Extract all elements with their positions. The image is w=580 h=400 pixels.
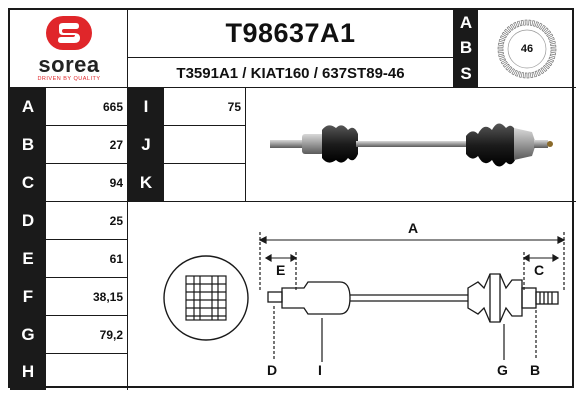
spec-value [164, 126, 241, 163]
spec-row-g: G 79,2 [10, 316, 128, 354]
spec-row-i: I 75 [128, 88, 246, 126]
dimension-label-e: E [276, 262, 286, 278]
dimension-label-b: B [530, 362, 541, 378]
spec-label: K [128, 164, 164, 201]
spec-label: E [10, 240, 46, 277]
spec-value: 79,2 [99, 327, 123, 342]
shaft-outline [267, 273, 559, 323]
spec-row-j: J [128, 126, 246, 164]
product-spec-sheet: sorea DRIVEN BY QUALITY T98637A1 T3591A1… [8, 8, 576, 390]
spline-end-view [163, 255, 249, 341]
spec-value: 75 [227, 99, 241, 114]
abs-column: A B S [454, 10, 478, 88]
drive-shaft-photo [270, 123, 553, 167]
spec-value: 94 [109, 175, 123, 190]
abs-ring-cell: 46 [478, 10, 576, 88]
cross-references: T3591A1 / KIAT160 / 637ST89-46 [176, 64, 405, 82]
spec-value [164, 164, 241, 201]
abs-letter-a: A [459, 12, 473, 32]
title-cell: T98637A1 T3591A1 / KIAT160 / 637ST89-46 [128, 10, 454, 88]
drive-shaft-diagram [163, 232, 566, 362]
abs-letter-b: B [459, 38, 473, 58]
brand-name: sorea [38, 52, 100, 77]
spec-value: 61 [109, 251, 123, 266]
dimension-label-i: I [318, 362, 322, 378]
spec-label: I [128, 88, 164, 125]
spec-row-a: A 665 [10, 88, 128, 126]
technical-diagram-cell: A E C D I G B [128, 202, 576, 390]
spec-label: G [10, 316, 46, 353]
part-number: T98637A1 [128, 10, 453, 58]
spec-value: 38,15 [92, 289, 123, 304]
abs-gear-icon [497, 19, 557, 78]
spec-row-c: C 94 [10, 164, 128, 202]
spec-label: B [10, 126, 46, 163]
spec-label: J [128, 126, 164, 163]
abs-letter-s: S [460, 64, 472, 84]
abs-gear-teeth [497, 19, 557, 78]
spec-label: A [10, 88, 46, 125]
spec-value: 27 [109, 137, 123, 152]
spec-row-f: F 38,15 [10, 278, 128, 316]
brand-logo-cell: sorea DRIVEN BY QUALITY [10, 10, 128, 88]
product-photo-cell [246, 88, 576, 202]
dimension-label-d: D [267, 362, 278, 378]
spec-value: 25 [109, 213, 123, 228]
spec-row-k: K [128, 164, 246, 202]
brand-logo-icon [46, 16, 92, 50]
dimension-label-a: A [408, 220, 419, 236]
dimension-label-g: G [497, 362, 508, 378]
spec-label: C [10, 164, 46, 201]
spec-value: 665 [102, 99, 123, 114]
brand-tagline: DRIVEN BY QUALITY [37, 76, 101, 82]
spec-label: H [10, 354, 46, 390]
spec-value [46, 354, 123, 390]
spec-label: D [10, 202, 46, 239]
abs-teeth-count: 46 [520, 42, 534, 55]
abs-gear-inner-ring [507, 29, 547, 68]
spec-label: F [10, 278, 46, 315]
dimension-label-c: C [534, 262, 545, 278]
spec-row-b: B 27 [10, 126, 128, 164]
spec-row-d: D 25 [10, 202, 128, 240]
spec-row-e: E 61 [10, 240, 128, 278]
spec-row-h: H [10, 354, 128, 390]
